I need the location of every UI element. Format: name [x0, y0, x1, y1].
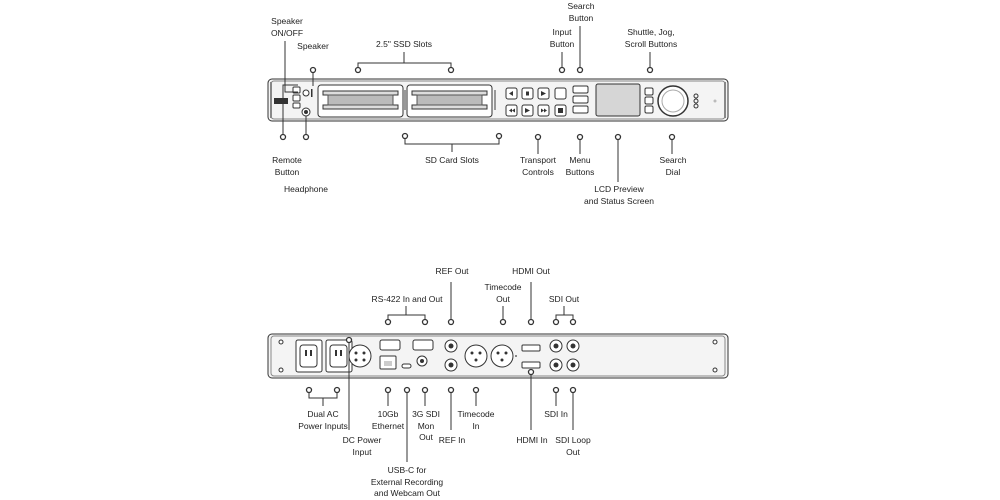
dc-power-connector	[348, 344, 372, 368]
speaker-grill	[302, 89, 310, 97]
label-search-button: Search Button	[567, 1, 595, 23]
label-sdi-loop-out: SDI Loop Out	[555, 435, 591, 457]
label-sdi-in: SDI In	[544, 409, 568, 419]
label-usb-c: USB-C for External Recording and Webcam …	[370, 465, 444, 498]
label-ssd-slots: 2.5" SSD Slots	[376, 39, 432, 49]
label-speaker-onoff: Speaker ON/OFF	[270, 16, 304, 38]
label-sdi-out: SDI Out	[548, 294, 580, 304]
label-transport-controls: Transport Controls	[519, 155, 557, 177]
label-rs422: RS-422 In and Out	[371, 294, 443, 304]
label-remote-button: Remote Button	[272, 155, 302, 177]
label-search-dial: Search Dial	[659, 155, 687, 177]
label-timecode-in: Timecode In	[457, 409, 495, 431]
lcd-screen	[595, 83, 641, 117]
label-headphone: Headphone	[284, 184, 328, 194]
label-shuttle-buttons: Shuttle, Jog, Scroll Buttons	[624, 27, 678, 49]
shuttle-buttons	[644, 87, 654, 114]
label-hdmi-out: HDMI Out	[512, 266, 550, 276]
rear-callouts	[308, 282, 574, 462]
front-callout-dots	[279, 66, 676, 141]
label-lcd-preview: LCD Preview and Status Screen	[584, 184, 654, 206]
label-speaker: Speaker	[297, 41, 329, 51]
front-panel	[267, 78, 729, 122]
label-hdmi-in: HDMI In	[516, 435, 548, 445]
rs422-connector-2	[412, 339, 434, 351]
label-sdi-mon-out: 3G SDI Mon Out	[412, 409, 440, 442]
label-menu-buttons: Menu Buttons	[565, 155, 595, 177]
hdmi-out-port	[521, 344, 541, 352]
front-logo	[274, 98, 288, 104]
timecode-out-xlr	[490, 344, 514, 368]
menu-buttons	[572, 85, 589, 114]
rear-callout-dots	[305, 318, 577, 394]
label-dc-power: DC Power Input	[342, 435, 382, 457]
front-callouts	[282, 26, 673, 182]
label-timecode-out: Timecode Out	[484, 282, 522, 304]
hdmi-in-port	[521, 361, 541, 369]
ac-inputs	[295, 339, 353, 373]
timecode-in-xlr	[464, 344, 488, 368]
label-sd-card-slots: SD Card Slots	[425, 155, 479, 165]
speaker-onoff-button-shape	[292, 94, 301, 102]
rs422-connector-1	[379, 339, 401, 351]
label-ref-in: REF In	[438, 435, 466, 445]
rear-panel	[267, 333, 729, 379]
usb-c-port	[401, 363, 412, 369]
label-ref-out: REF Out	[435, 266, 469, 276]
label-dual-ac: Dual AC Power Inputs	[298, 409, 348, 431]
label-input-button: Input Button	[549, 27, 575, 49]
label-ethernet: 10Gb Ethernet	[371, 409, 405, 431]
